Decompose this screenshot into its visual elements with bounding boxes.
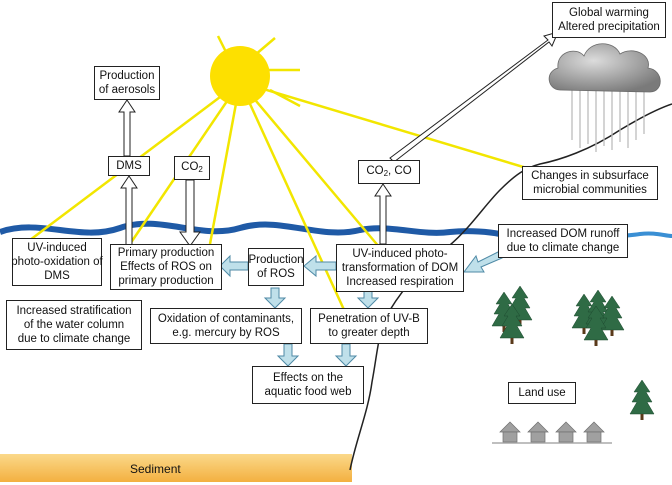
production-ros-box: Production of ROS [248,248,304,286]
arrow-co2co-to-warming [389,31,559,163]
land-use-box: Land use [508,382,576,404]
primary-production-line-3: primary production [118,275,214,287]
food-web-line-1: Effects on the [272,372,344,384]
arrow-dom-to-co2co [374,183,392,245]
subsurface-line-2: microbial communities [533,184,647,196]
production-ros-line-1: Production [248,254,304,266]
dom-runoff-box: Increased DOM runoff due to climate chan… [498,224,628,258]
arrow-uvb-to-foodweb [334,343,358,367]
outline-arrows [118,31,559,247]
uv-dms-line-2: photo-oxidation of [11,256,103,268]
dms-label: DMS [116,160,142,172]
arrow-runoff-to-dom [463,251,503,273]
arrow-ros-to-pp [219,254,249,278]
global-warming-line-1: Global warming [569,7,649,19]
co2-co-box: CO2, CO [358,160,420,184]
dms-box: DMS [108,156,150,176]
uv-dom-line-2: transformation of DOM [341,262,459,274]
rain-cloud-icon [548,43,661,152]
uv-dms-line-3: DMS [44,270,70,282]
stratification-line-3: due to climate change [17,333,131,345]
oxidation-line-2: e.g. mercury by ROS [172,327,280,339]
subsurface-microbial-box: Changes in subsurface microbial communit… [522,166,658,200]
global-warming-box: Global warming Altered precipitation [552,2,666,38]
co2-label: CO2 [181,160,203,174]
stratification-box: Increased stratification of the water co… [6,300,142,350]
dom-runoff-line-2: due to climate change [506,242,620,254]
arrow-oxidation-to-foodweb [276,343,300,367]
sediment-label: Sediment [130,462,181,476]
uv-dms-line-1: UV-induced [27,242,87,254]
arrow-dms-to-aerosols [118,99,136,157]
aquatic-food-web-box: Effects on the aquatic food web [252,366,364,404]
oxidation-contaminants-box: Oxidation of contaminants, e.g. mercury … [150,308,302,344]
arrow-co2-to-pp [179,179,201,247]
land-use-label: Land use [518,387,566,399]
sun-icon [210,46,270,106]
water-surface [0,220,501,237]
filled-arrows [219,251,503,367]
arrow-dom-to-ros [303,254,337,278]
production-aerosols-line-1: Production [99,70,155,82]
stratification-line-1: Increased stratification [16,305,132,317]
uvb-line-2: to greater depth [328,327,410,339]
arrow-pp-to-dms [120,175,138,247]
uv-dom-line-3: Increased respiration [346,276,454,288]
tree-icons [491,285,655,420]
primary-production-line-1: Primary production [117,247,215,259]
uv-transformation-dom-box: UV-induced photo- transformation of DOM … [336,244,464,292]
subsurface-line-1: Changes in subsurface [531,170,649,182]
arrow-dom-to-uvb [356,289,380,309]
shoreline [349,103,672,471]
production-ros-line-2: of ROS [257,268,295,280]
uvb-line-1: Penetration of UV-B [318,313,420,325]
dom-runoff-line-1: Increased DOM runoff [506,228,620,240]
primary-production-box: Primary production Effects of ROS on pri… [110,244,222,290]
global-warming-line-2: Altered precipitation [558,21,660,33]
stratification-line-2: of the water column [23,319,125,331]
uv-photo-oxidation-dms-box: UV-induced photo-oxidation of DMS [11,238,103,286]
penetration-uvb-box: Penetration of UV-B to greater depth [310,308,428,344]
production-aerosols-box: Production of aerosols [94,66,160,100]
oxidation-line-1: Oxidation of contaminants, [157,313,295,325]
arrow-ros-to-oxidation [263,287,287,309]
food-web-line-2: aquatic food web [264,386,352,398]
co2-box: CO2 [174,156,210,180]
primary-production-line-2: Effects of ROS on [120,261,212,273]
production-aerosols-line-2: of aerosols [98,84,156,96]
uv-dom-line-1: UV-induced photo- [352,248,448,260]
sediment-band [0,454,352,482]
house-icons [492,421,612,444]
co2-co-label: CO2, CO [366,164,412,178]
